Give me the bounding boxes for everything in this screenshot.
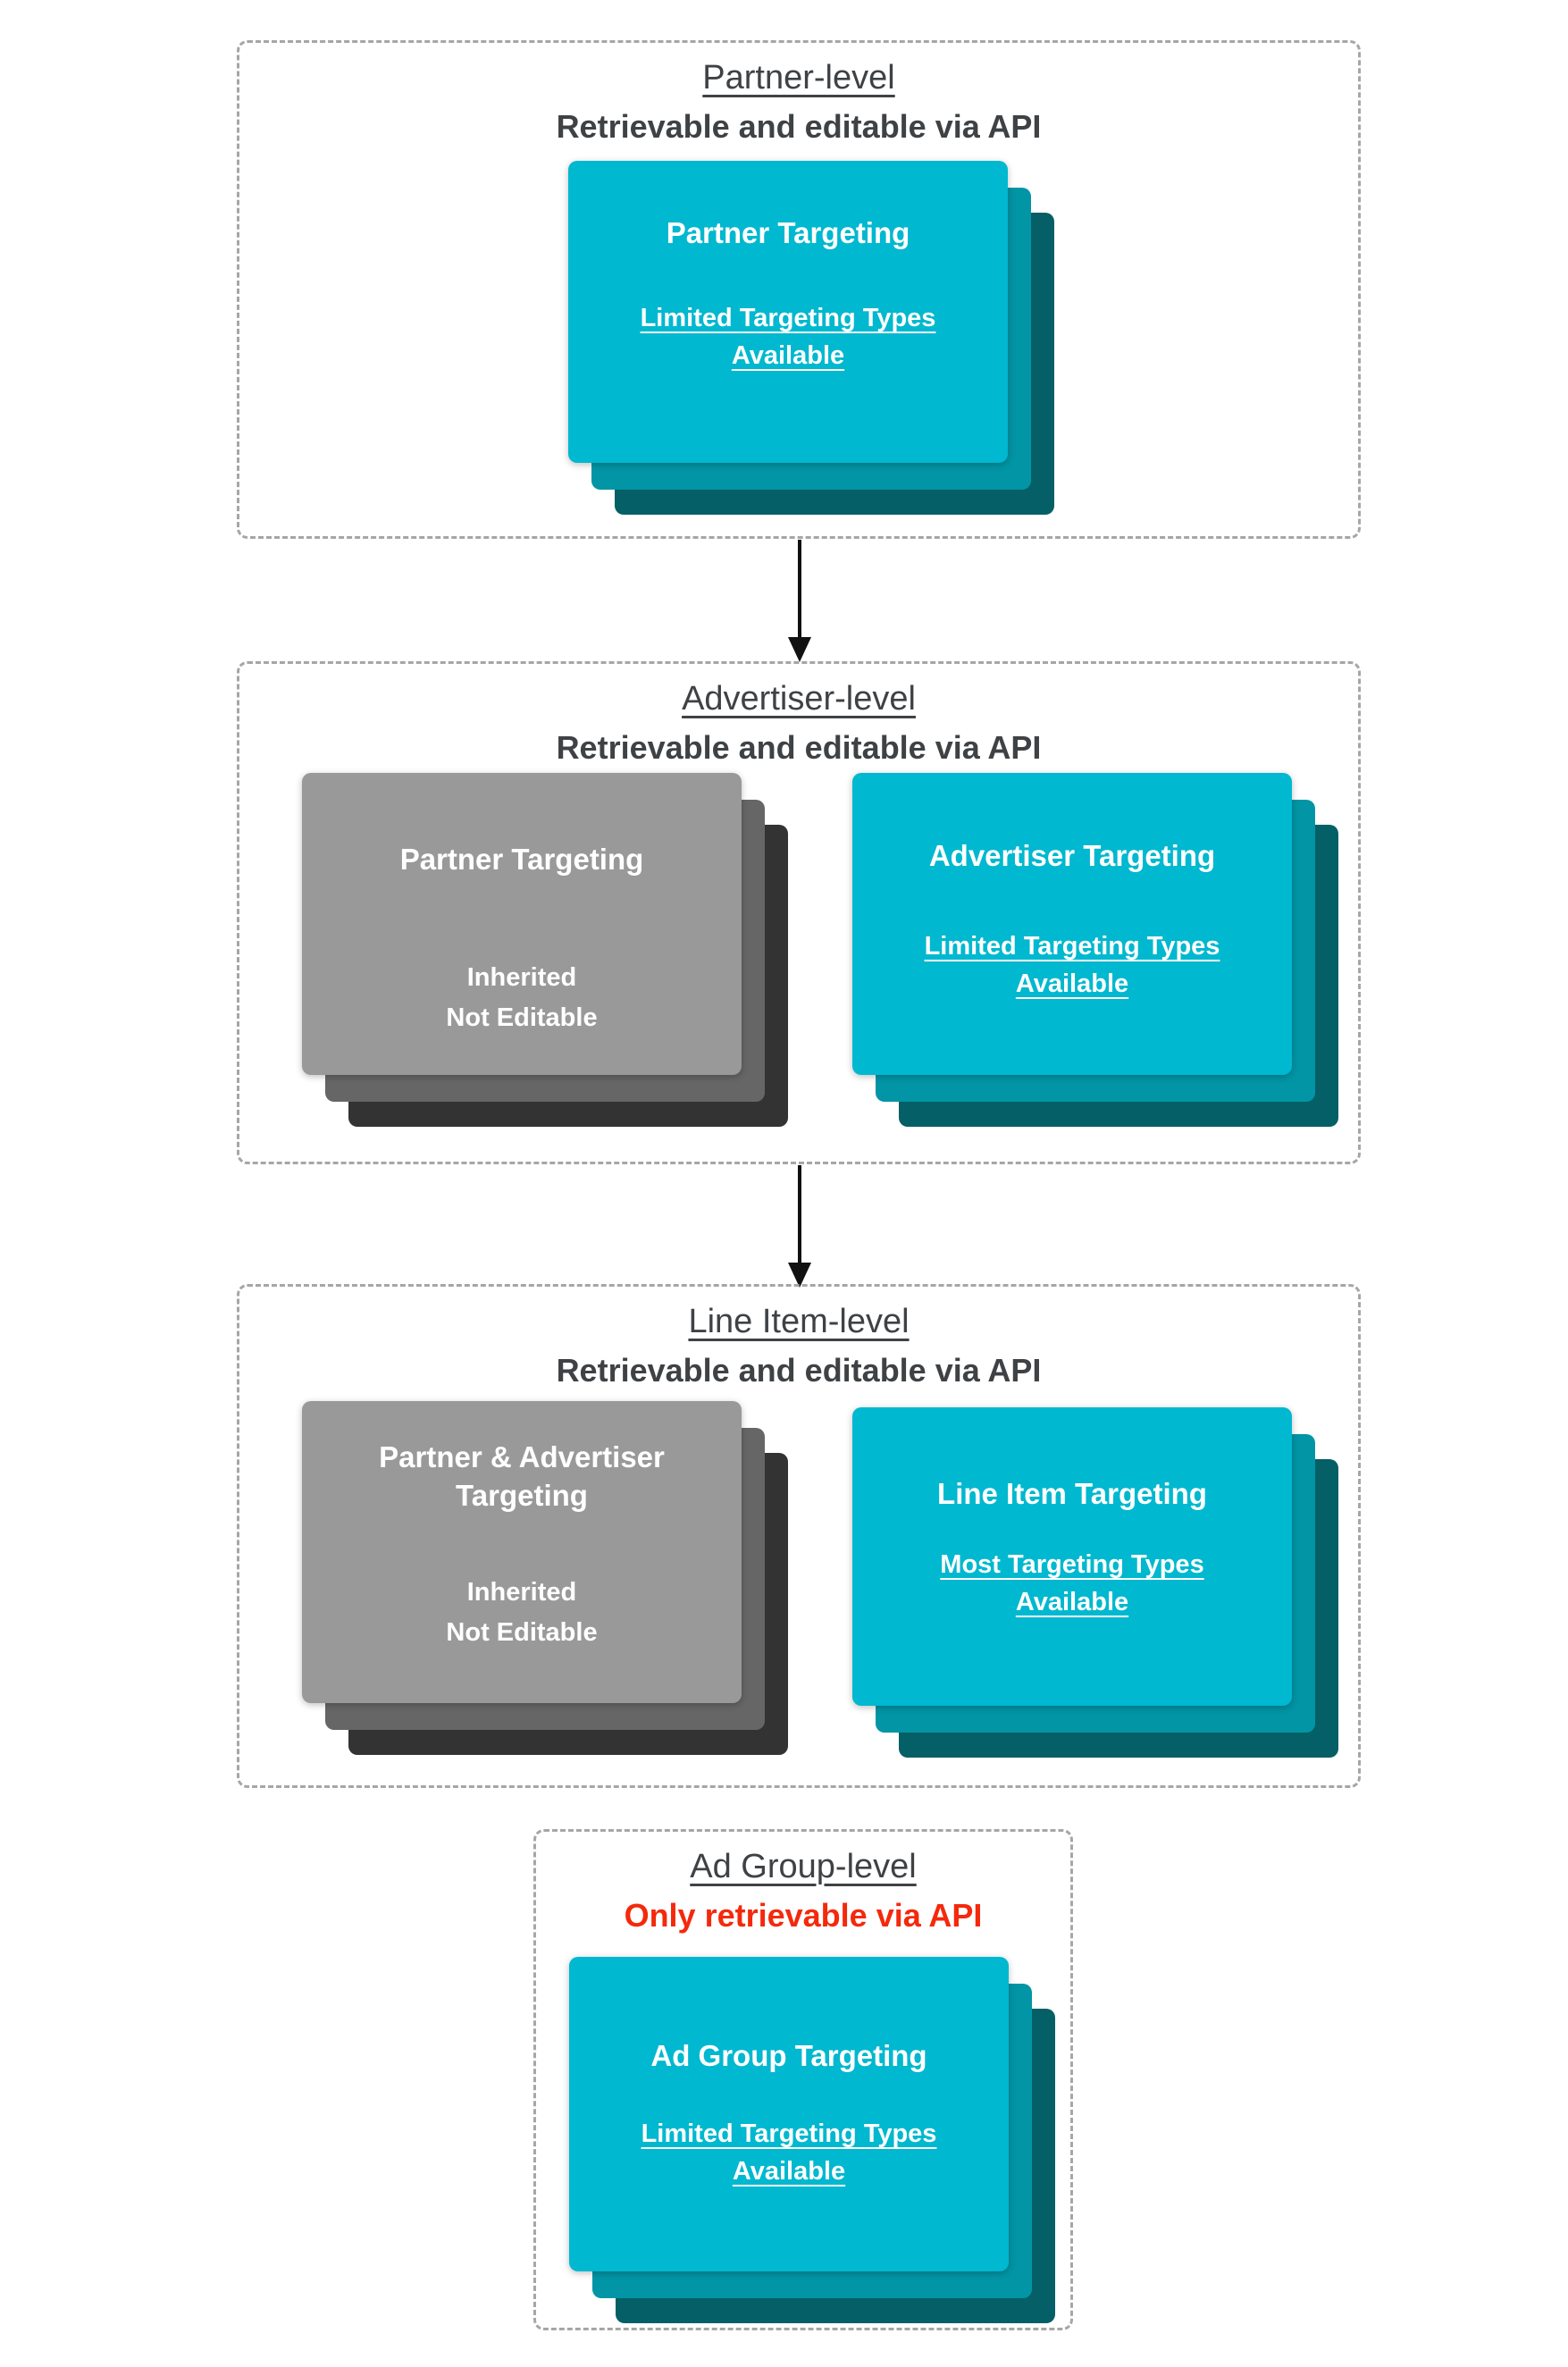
- card-title: Ad Group Targeting: [650, 2039, 927, 2072]
- card-info-line: Inherited: [466, 962, 577, 992]
- card-face: Advertiser Targeting Limited Targeting T…: [852, 773, 1292, 1075]
- card-line-item-targeting: Line Item Targeting Most Targeting Types…: [852, 1407, 1338, 1758]
- panel-advertiser-level: Advertiser-level Retrievable and editabl…: [237, 661, 1361, 1164]
- card-subtitle: Limited Targeting Types Available: [641, 2119, 937, 2186]
- panel-line-item-level: Line Item-level Retrievable and editable…: [237, 1284, 1361, 1788]
- panel-title: Advertiser-level: [682, 680, 916, 718]
- card-title: Line Item Targeting: [937, 1477, 1207, 1510]
- card-subtitle: Limited Targeting Types Available: [640, 303, 936, 370]
- panel-subtitle: Retrievable and editable via API: [556, 728, 1042, 766]
- arrow-shaft: [798, 540, 801, 641]
- card-title: Advertiser Targeting: [928, 839, 1216, 872]
- card-info-line: Inherited: [466, 1577, 577, 1607]
- panel-subtitle: Retrievable and editable via API: [556, 107, 1042, 145]
- panel-partner-level: Partner-level Retrievable and editable v…: [237, 40, 1361, 539]
- flow-arrow-partner-to-advertiser: [788, 540, 811, 662]
- panel-title: Partner-level: [702, 59, 895, 97]
- flow-arrow-advertiser-to-lineitem: [788, 1165, 811, 1288]
- card-title: Partner & Advertiser Targeting: [379, 1440, 665, 1512]
- card-info-lines: Inherited Not Editable: [446, 958, 597, 1038]
- card-face: Partner & Advertiser Targeting Inherited…: [302, 1401, 742, 1703]
- card-info-line: Not Editable: [446, 1003, 598, 1032]
- card-info-line: Not Editable: [446, 1617, 598, 1647]
- panel-title: Ad Group-level: [690, 1848, 917, 1885]
- panel-ad-group-level: Ad Group-level Only retrievable via API …: [533, 1829, 1073, 2330]
- card-inherited-partner-targeting: Partner Targeting Inherited Not Editable: [302, 773, 788, 1127]
- card-title: Partner Targeting: [399, 843, 644, 876]
- card-info-lines: Inherited Not Editable: [446, 1573, 597, 1653]
- card-face: Partner Targeting Inherited Not Editable: [302, 773, 742, 1075]
- card-ad-group-targeting: Ad Group Targeting Limited Targeting Typ…: [569, 1957, 1055, 2323]
- card-face: Ad Group Targeting Limited Targeting Typ…: [569, 1957, 1009, 2271]
- card-partner-targeting: Partner Targeting Limited Targeting Type…: [568, 161, 1054, 515]
- card-advertiser-targeting: Advertiser Targeting Limited Targeting T…: [852, 773, 1338, 1127]
- panel-title: Line Item-level: [688, 1303, 910, 1340]
- card-inherited-partner-advertiser-targeting: Partner & Advertiser Targeting Inherited…: [302, 1401, 788, 1755]
- card-subtitle: Most Targeting Types Available: [940, 1549, 1204, 1616]
- card-face: Line Item Targeting Most Targeting Types…: [852, 1407, 1292, 1706]
- panel-subtitle: Retrievable and editable via API: [556, 1351, 1042, 1389]
- arrow-shaft: [798, 1165, 801, 1266]
- card-subtitle: Limited Targeting Types Available: [924, 931, 1220, 998]
- card-title: Partner Targeting: [666, 216, 910, 249]
- panel-subtitle-alert: Only retrievable via API: [624, 1896, 983, 1934]
- arrow-head-icon: [788, 637, 811, 662]
- card-face: Partner Targeting Limited Targeting Type…: [568, 161, 1008, 463]
- arrow-head-icon: [788, 1263, 811, 1288]
